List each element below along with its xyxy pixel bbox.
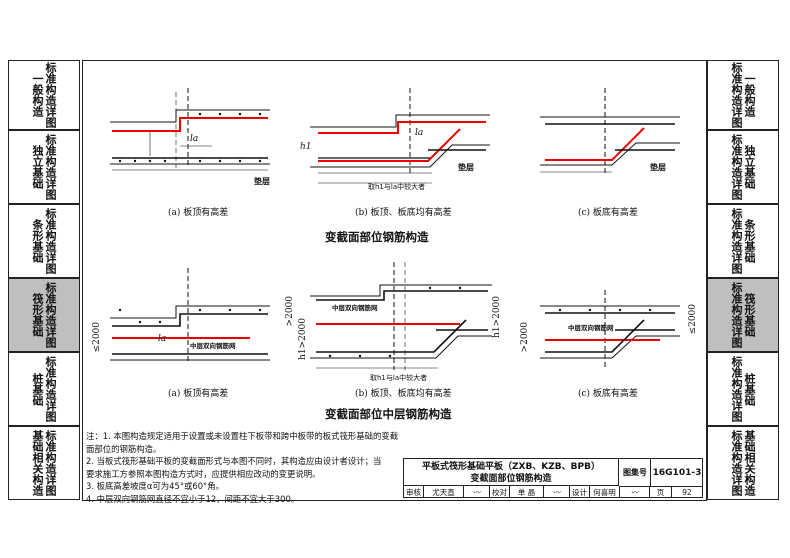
caption-2a: (a) 板顶有高差 (168, 389, 229, 399)
label-h1gt2000-2b: h1>2000 (298, 318, 308, 360)
detail-2a (110, 268, 270, 364)
right-tab-pile[interactable]: 标准构造详图桩基础 (707, 352, 779, 426)
drawing-title: 平板式筏形基础平板（ZXB、KZB、BPB） 变截面部位钢筋构造 (404, 459, 619, 486)
title-block: 平板式筏形基础平板（ZXB、KZB、BPB） 变截面部位钢筋构造 图集号 16G… (403, 458, 703, 498)
label-la-1a: la (190, 134, 199, 144)
right-tab-general[interactable]: 标准构造详图一般构造 (707, 60, 779, 130)
label-midmesh-2b: 中层双向钢筋网 (332, 304, 378, 312)
left-tab-pile[interactable]: 桩基础标准构造详图 (8, 352, 80, 426)
detail-2c (540, 290, 680, 370)
drawing-frame (82, 60, 707, 501)
detail-1b (310, 88, 490, 184)
page-label: 页 (650, 486, 672, 498)
reviewer-name: 尤天直 (424, 486, 464, 498)
label-cushion-1a: 垫层 (254, 177, 270, 186)
label-la-2a: la (158, 334, 167, 344)
right-tab-strip[interactable]: 标准构造详图条形基础 (707, 204, 779, 278)
designer-signature: 〰 (620, 486, 650, 498)
label-la-1b: la (415, 128, 424, 138)
note-line: 3. 板底高差坡度α可为45°或60°角。 (86, 481, 224, 492)
caption-1a: (a) 板顶有高差 (168, 208, 229, 218)
right-tab-related[interactable]: 标准构造详图基础相关构造 (707, 426, 779, 500)
checker-name: 单 晶 (510, 486, 544, 498)
label-le2000-2c: ≤2000 (688, 304, 698, 335)
page-number: 92 (682, 487, 692, 497)
design-label: 设计 (570, 486, 590, 498)
label-gt2000-2b: >2000 (285, 296, 295, 327)
checker-signature: 〰 (544, 486, 570, 498)
label-h1-1b: h1 (300, 142, 312, 152)
label-le2000-2a: ≤2000 (92, 322, 102, 353)
note-line: 注：1. 本图构造规定适用于设置或未设置柱下板带和跨中板带的板式筏形基础的变截 (86, 431, 399, 441)
left-tab-isolated[interactable]: 独立基础标准构造详图 (8, 130, 80, 204)
label-cushion-1b: 垫层 (458, 163, 474, 172)
detail-1c (540, 88, 680, 175)
note-line: 4. 中层双向钢筋网直径不宜小于12，间距不宜大于300。 (86, 493, 300, 504)
detail-2b (310, 262, 492, 370)
label-midmesh-2c: 中层双向钢筋网 (568, 324, 614, 332)
section1-title: 变截面部位钢筋构造 (325, 230, 429, 244)
left-tab-strip[interactable]: 条形基础标准构造详图 (8, 204, 80, 278)
note-line: 2. 当板式筏形基础平板的变截面形式与本图不同时，其构造应由设计者设计；当 (86, 456, 382, 467)
label-gt2000-2c: >2000 (520, 322, 530, 353)
right-tab-column: 标准构造详图一般构造 标准构造详图独立基础 标准构造详图条形基础 标准构造详图筏… (707, 60, 781, 500)
left-tab-general[interactable]: 一般构造标准构造详图 (8, 60, 80, 130)
caption-1b: (b) 板顶、板底均有高差 (355, 208, 452, 218)
notes: 注：1. 本图构造规定适用于设置或未设置柱下板带和跨中板带的板式筏形基础的变截 … (86, 430, 406, 506)
left-tab-column: 一般构造标准构造详图 独立基础标准构造详图 条形基础标准构造详图 筏形基础标准构… (8, 60, 82, 500)
label-takemax-2b: 取h1与la中较大者 (370, 374, 428, 382)
review-label: 审核 (404, 486, 424, 498)
label-midmesh-2a: 中层双向钢筋网 (190, 342, 236, 350)
caption-1c: (c) 板底有高差 (578, 208, 638, 218)
left-tab-raft[interactable]: 筏形基础标准构造详图 (8, 278, 80, 352)
check-label: 校对 (490, 486, 510, 498)
label-gt2000-2b-right: h1>2000 (492, 296, 502, 338)
left-tab-related[interactable]: 基础相关构造标准构造详图 (8, 426, 80, 500)
right-tab-isolated[interactable]: 标准构造详图独立基础 (707, 130, 779, 204)
label-cushion-1c: 垫层 (650, 163, 666, 172)
reviewer-signature: 〰 (464, 486, 490, 498)
note-line: 要求施工方参照本图构造方式时，应提供相应改动的变更说明。 (86, 468, 321, 479)
signature-row: 审核 尤天直 〰 校对 单 晶 〰 设计 何喜明 〰 页 92 (404, 486, 702, 498)
atlas-number: 16G101-3 (651, 459, 703, 487)
designer-name: 何喜明 (590, 486, 620, 498)
label-takemax-1b: 取h1与la中较大者 (368, 183, 426, 191)
atlas-label: 图集号 (620, 459, 651, 487)
rebar-dots (118, 112, 652, 358)
detail-1a (110, 88, 270, 171)
caption-2c: (c) 板底有高差 (578, 389, 638, 399)
note-line: 面部位的钢筋构造。 (86, 443, 162, 454)
right-tab-raft[interactable]: 标准构造详图筏形基础 (707, 278, 779, 352)
caption-2b: (b) 板顶、板底均有高差 (355, 389, 452, 399)
section2-title: 变截面部位中层钢筋构造 (325, 407, 452, 421)
